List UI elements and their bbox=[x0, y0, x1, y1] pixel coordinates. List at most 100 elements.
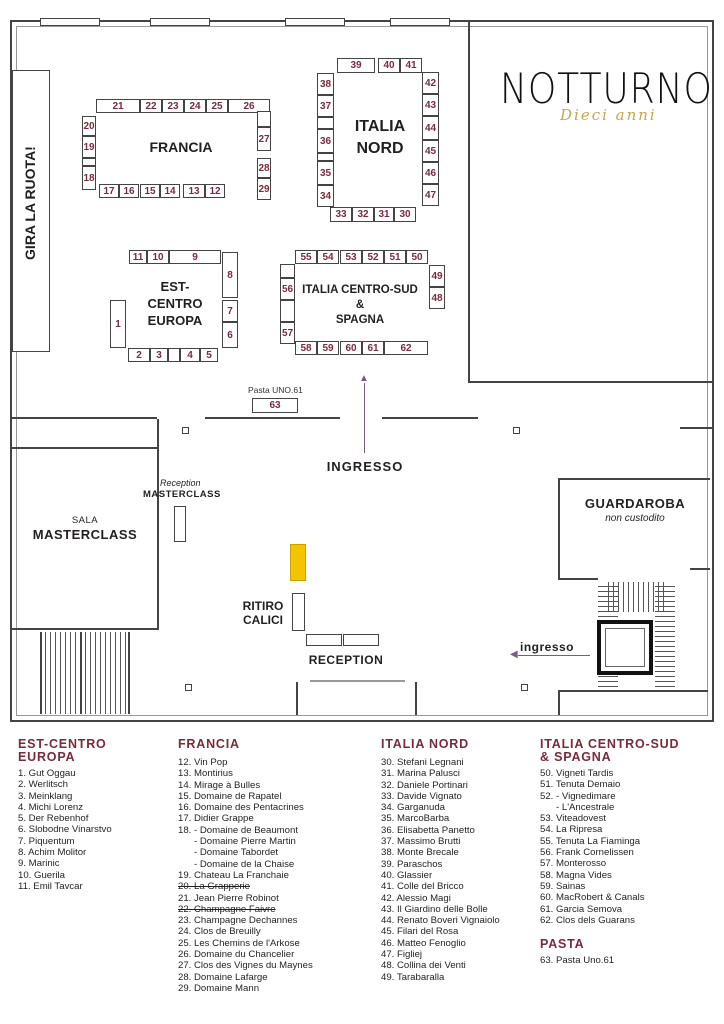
stand-31[interactable]: 31 bbox=[374, 207, 394, 222]
stand-45[interactable]: 45 bbox=[422, 140, 439, 162]
stand-44[interactable]: 44 bbox=[422, 116, 439, 140]
stand-17[interactable]: 17 bbox=[99, 184, 119, 198]
list-item: 21. Jean Pierre Robinot bbox=[178, 892, 279, 904]
stand-53[interactable]: 53 bbox=[340, 250, 362, 264]
est-label-1: EST- bbox=[160, 279, 190, 294]
outer-wall-right bbox=[712, 20, 714, 722]
list-item: 32. Daniele Portinari bbox=[381, 779, 468, 791]
stand-18[interactable]: 18 bbox=[82, 166, 96, 190]
stand-35[interactable]: 35 bbox=[317, 161, 334, 185]
list-item: 58. Magna Vides bbox=[540, 869, 612, 881]
stand-26[interactable]: 26 bbox=[228, 99, 270, 113]
outer-wall-left bbox=[10, 20, 12, 722]
stand-28[interactable]: 28 bbox=[257, 158, 271, 178]
list-item: 36. Elisabetta Panetto bbox=[381, 824, 475, 836]
window bbox=[390, 18, 450, 26]
stairs-wall bbox=[40, 632, 42, 714]
stand-2[interactable]: 2 bbox=[128, 348, 150, 362]
middle-wall bbox=[680, 427, 712, 429]
stand-30[interactable]: 30 bbox=[394, 207, 416, 222]
list-item: 27. Clos des Vignes du Maynes bbox=[178, 960, 313, 972]
stand-39[interactable]: 39 bbox=[337, 58, 375, 73]
stand-55[interactable]: 55 bbox=[295, 250, 317, 264]
stand-7[interactable]: 7 bbox=[222, 300, 238, 322]
list-item: 18. - Domaine de Beaumont bbox=[178, 824, 298, 836]
stand-5[interactable]: 5 bbox=[200, 348, 218, 362]
list-item: 19. Chateau La Franchaie bbox=[178, 869, 289, 881]
stand-3[interactable]: 3 bbox=[150, 348, 168, 362]
list-item: 40. Glassier bbox=[381, 869, 433, 881]
stand-13[interactable]: 13 bbox=[183, 184, 205, 198]
stand-36[interactable]: 36 bbox=[317, 129, 334, 153]
stand-50[interactable]: 50 bbox=[406, 250, 428, 264]
stand-11[interactable]: 11 bbox=[129, 250, 147, 264]
list-item: 14. Mirage à Bulles bbox=[178, 779, 261, 791]
stand-22[interactable]: 22 bbox=[140, 99, 162, 113]
stand-29[interactable]: 29 bbox=[257, 178, 271, 200]
stand-54[interactable]: 54 bbox=[317, 250, 339, 264]
stand-61[interactable]: 61 bbox=[362, 341, 384, 355]
list-item: 4. Michi Lorenz bbox=[18, 801, 84, 813]
stand-48[interactable]: 48 bbox=[429, 287, 445, 309]
reception-label: RECEPTION bbox=[308, 653, 384, 667]
stand-10[interactable]: 10 bbox=[147, 250, 169, 264]
stand-46[interactable]: 46 bbox=[422, 162, 439, 184]
list-item: 44. Renato Boveri Vignaiolo bbox=[381, 915, 500, 927]
guardaroba-wall bbox=[558, 578, 598, 580]
stand-47[interactable]: 47 bbox=[422, 184, 439, 206]
guardaroba-wall bbox=[558, 478, 560, 580]
stand-12[interactable]: 12 bbox=[205, 184, 225, 198]
stand-15[interactable]: 15 bbox=[140, 184, 160, 198]
stand-63[interactable]: 63 bbox=[252, 398, 298, 413]
stand-16[interactable]: 16 bbox=[119, 184, 139, 198]
stand-37[interactable]: 37 bbox=[317, 95, 334, 117]
list-item: 28. Domaine Lafarge bbox=[178, 971, 268, 983]
stand-62[interactable]: 62 bbox=[384, 341, 428, 355]
est-blank bbox=[168, 348, 180, 362]
stand-58[interactable]: 58 bbox=[295, 341, 317, 355]
stand-1[interactable]: 1 bbox=[110, 300, 126, 348]
stand-56[interactable]: 56 bbox=[280, 278, 295, 300]
list-item: 10. Guerila bbox=[18, 869, 65, 881]
stand-14[interactable]: 14 bbox=[160, 184, 180, 198]
legend-sud-title-1: ITALIA CENTRO-SUD bbox=[540, 737, 680, 751]
stand-24[interactable]: 24 bbox=[184, 99, 206, 113]
entrance-line bbox=[310, 680, 405, 682]
stand-33[interactable]: 33 bbox=[330, 207, 352, 222]
francia-label: FRANCIA bbox=[149, 139, 213, 155]
list-item: 5. Der Rebenhof bbox=[18, 813, 89, 825]
italia-nord-label-2: NORD bbox=[356, 140, 404, 157]
ritiro-label-2: CALICI bbox=[243, 613, 283, 627]
list-item: 47. Figliej bbox=[381, 949, 423, 961]
stand-38[interactable]: 38 bbox=[317, 73, 334, 95]
stand-6[interactable]: 6 bbox=[222, 322, 238, 348]
ingresso-label: INGRESSO bbox=[326, 459, 404, 474]
stand-9[interactable]: 9 bbox=[169, 250, 221, 264]
stand-40[interactable]: 40 bbox=[378, 58, 400, 73]
stand-25[interactable]: 25 bbox=[206, 99, 228, 113]
legend-est-title-1: EST-CENTRO bbox=[18, 737, 107, 751]
side-ingresso-arrow-head: ◀ bbox=[510, 649, 518, 660]
ics-label-2: & bbox=[355, 299, 365, 311]
stand-27[interactable]: 27 bbox=[257, 127, 271, 151]
stand-19[interactable]: 19 bbox=[82, 136, 96, 158]
stand-20[interactable]: 20 bbox=[82, 116, 96, 136]
stand-59[interactable]: 59 bbox=[317, 341, 339, 355]
stand-4[interactable]: 4 bbox=[180, 348, 200, 362]
stand-52[interactable]: 52 bbox=[362, 250, 384, 264]
stand-43[interactable]: 43 bbox=[422, 94, 439, 116]
stair-wall bbox=[558, 690, 560, 715]
stand-41[interactable]: 41 bbox=[400, 58, 422, 73]
stand-49[interactable]: 49 bbox=[429, 265, 445, 287]
stand-34[interactable]: 34 bbox=[317, 185, 334, 207]
stand-32[interactable]: 32 bbox=[352, 207, 374, 222]
stand-21[interactable]: 21 bbox=[96, 99, 140, 113]
stand-23[interactable]: 23 bbox=[162, 99, 184, 113]
list-item: 9. Marinic bbox=[18, 858, 60, 870]
stand-42[interactable]: 42 bbox=[422, 72, 439, 94]
stand-60[interactable]: 60 bbox=[340, 341, 362, 355]
list-item: 22. Champagne Faivre bbox=[178, 903, 276, 915]
stand-57[interactable]: 57 bbox=[280, 322, 295, 344]
stand-8[interactable]: 8 bbox=[222, 252, 238, 298]
stand-51[interactable]: 51 bbox=[384, 250, 406, 264]
